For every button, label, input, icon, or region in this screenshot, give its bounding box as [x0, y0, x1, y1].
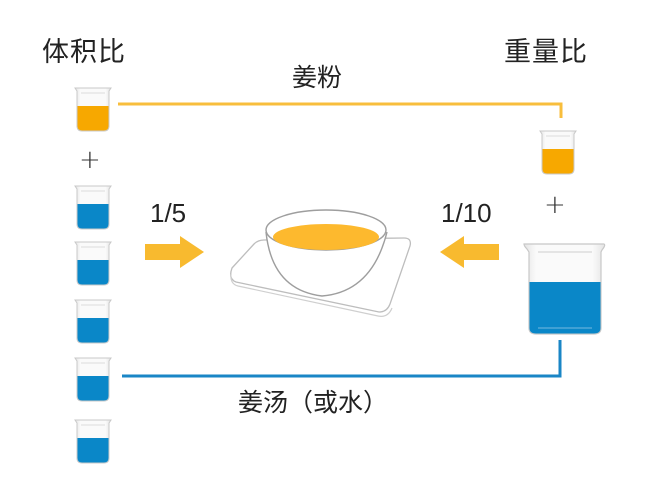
beaker-ginger-powder-left — [74, 87, 112, 132]
volume-ratio-value: 1/5 — [150, 198, 187, 228]
volume-ratio-header: 体积比 — [42, 37, 126, 68]
arrow-left-icon — [440, 236, 499, 268]
beaker-ginger-soup-right-large — [523, 243, 606, 335]
plus-sign-left: + — [79, 145, 101, 175]
weight-ratio-value: 1/10 — [441, 198, 492, 228]
bowl-with-mixture-icon — [265, 209, 388, 297]
beaker-ginger-soup-left-3 — [74, 299, 112, 344]
weight-ratio-header: 重量比 — [504, 37, 588, 68]
beaker-ginger-soup-left-1 — [74, 185, 112, 230]
ginger-soup-label: 姜汤（或水） — [238, 388, 389, 417]
arrow-right-icon — [145, 236, 204, 268]
beaker-ginger-soup-left-2 — [74, 241, 112, 286]
ginger-soup-connector-line — [122, 340, 562, 378]
ginger-powder-label: 姜粉 — [292, 63, 343, 92]
plus-sign-right: + — [544, 190, 566, 220]
beaker-ginger-soup-left-4 — [74, 357, 112, 402]
beaker-ginger-soup-left-5 — [74, 419, 112, 464]
beaker-ginger-powder-right — [539, 130, 577, 175]
ginger-powder-connector-line — [118, 102, 563, 118]
